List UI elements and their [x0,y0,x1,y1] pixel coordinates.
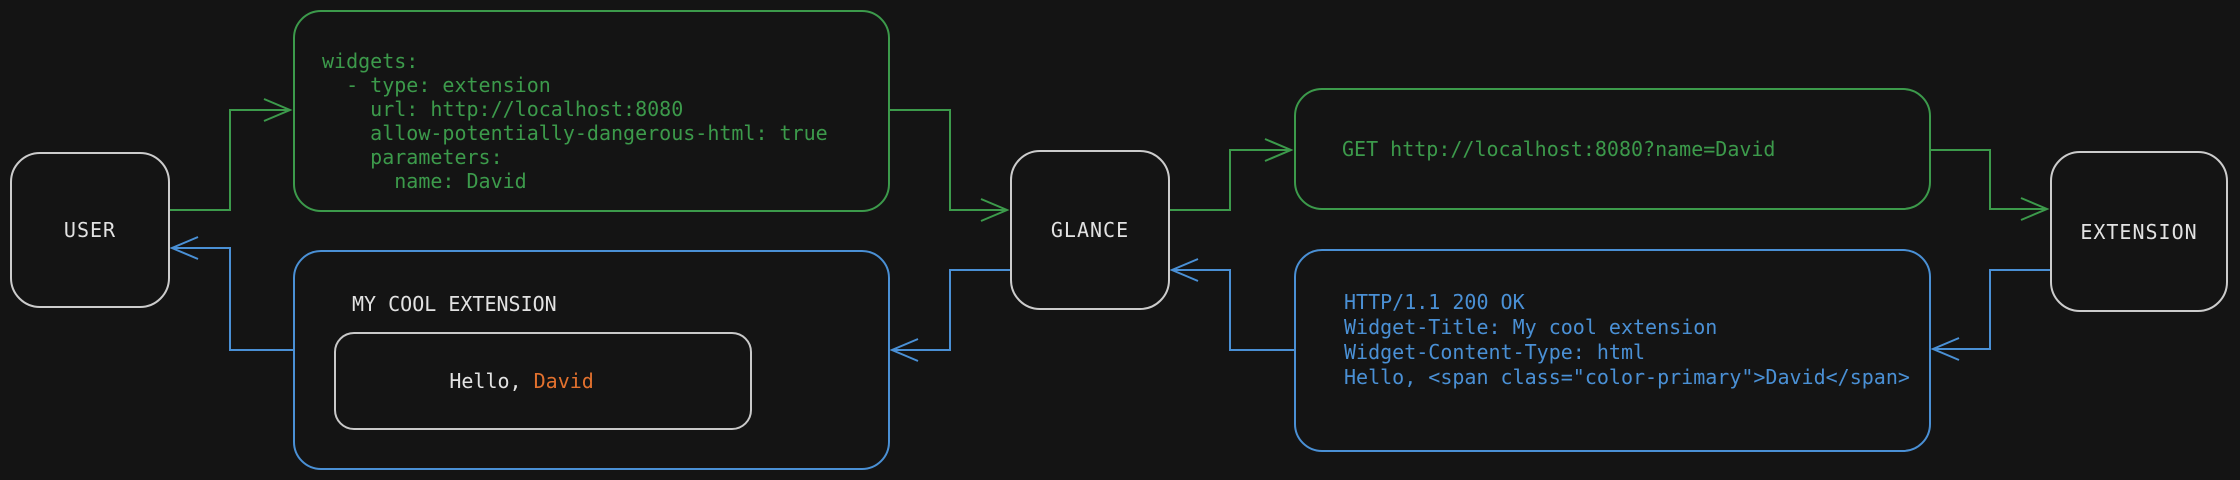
arrowhead-request-to-extension [2020,197,2050,221]
config-line: name: David [322,169,527,193]
node-glance: GLANCE [1010,150,1170,310]
response-line: Widget-Title: My cool extension [1344,315,1718,339]
arrowhead-widget-to-user [169,236,199,260]
config-yaml-code: widgets: - type: extension url: http://l… [322,49,828,193]
config-line: widgets: [322,49,419,73]
widget-preview-box: MY COOL EXTENSION Hello, David [293,250,890,470]
http-request-box: GET http://localhost:8080?name=David [1294,88,1931,210]
widget-rendered-frame: Hello, David [334,332,752,430]
arrowhead-glance-to-request [1264,138,1294,162]
arrow-glance-to-widget [894,269,1010,351]
node-extension: EXTENSION [2050,151,2228,312]
arrow-response-to-glance [1174,269,1294,351]
http-response-code: HTTP/1.1 200 OK Widget-Title: My cool ex… [1344,290,1910,390]
http-request-text: GET http://localhost:8080?name=David [1342,137,1776,161]
response-line: HTTP/1.1 200 OK [1344,290,1525,314]
arrow-widget-to-user [174,247,293,351]
node-user-label: USER [63,218,117,242]
http-response-box: HTTP/1.1 200 OK Widget-Title: My cool ex… [1294,249,1931,452]
hello-name: David [533,369,594,393]
arrowhead-extension-to-response [1930,337,1960,361]
config-line: - type: extension [322,73,551,97]
arrowhead-glance-to-widget [889,338,919,362]
response-line: Widget-Content-Type: html [1344,340,1646,364]
arrowhead-user-to-config [263,98,293,122]
arrow-glance-to-request [1170,149,1290,211]
config-line: allow-potentially-dangerous-html: true [322,121,828,145]
node-glance-label: GLANCE [1050,218,1130,242]
arrow-request-to-extension [1931,149,2046,210]
arrow-extension-to-response [1935,269,2050,350]
config-line: parameters: [322,145,503,169]
arrowhead-response-to-glance [1169,258,1199,282]
arrowhead-config-to-glance [980,198,1010,222]
response-line: Hello, <span class="color-primary">David… [1344,365,1910,389]
widget-hello-text: Hello, David [336,345,594,417]
node-extension-label: EXTENSION [2080,219,2198,244]
arrow-config-to-glance [890,109,1006,211]
arrow-user-to-config [170,109,289,211]
node-user: USER [10,152,170,308]
hello-prefix: Hello, [449,369,534,393]
widget-title: MY COOL EXTENSION [352,292,557,316]
config-yaml-box: widgets: - type: extension url: http://l… [293,10,890,212]
config-line: url: http://localhost:8080 [322,97,684,121]
